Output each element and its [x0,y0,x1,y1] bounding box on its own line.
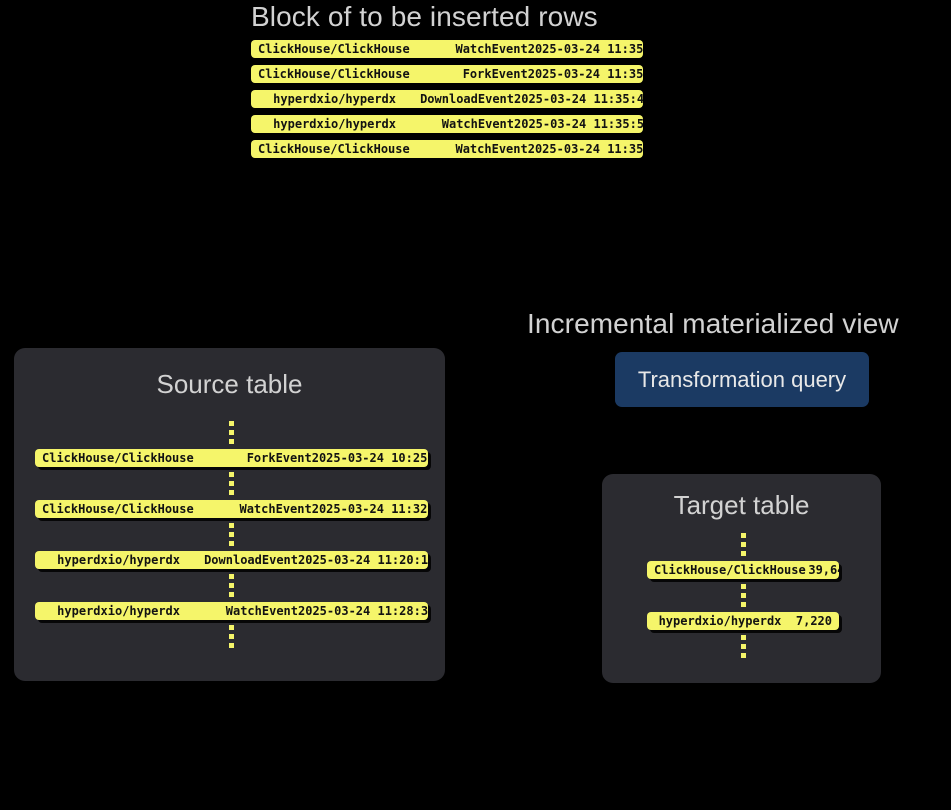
cell-event: DownloadEvent [420,92,514,106]
dot-marker [229,532,234,537]
cell-event: WatchEvent [239,502,312,516]
dot-marker [229,472,234,477]
cell-date: 2025-03-24 11:35:48 [514,92,643,106]
cell-date: 2025-03-24 11:20:12 [298,553,428,567]
cell-date: 2025-03-24 11:32:54 [311,502,428,516]
cell-event: WatchEvent [441,117,514,131]
cell-date: 2025-03-24 11:35:40 [527,42,643,56]
cell-repo: ClickHouse/ClickHouse [258,42,410,56]
cell-repo: ClickHouse/ClickHouse [258,142,410,156]
cell-event: DownloadEvent [204,553,298,567]
cell-date: 2025-03-24 11:35:54 [527,142,643,156]
cell-event: ForkEvent [462,67,528,81]
cell-repo: hyperdxio/hyperdx [57,604,180,618]
transformation-query-label: Transformation query [637,366,847,392]
target-table-card: Target table ClickHouse/ClickHouse39,640… [602,474,881,683]
source-table-card: Source table ClickHouse/ClickHouse ForkEv… [14,348,445,681]
dot-marker [229,625,234,630]
dot-marker [740,533,746,538]
dot-marker [740,551,746,556]
row-separator-dots [35,416,428,449]
cell-count: 7,220 [795,614,832,628]
dot-marker [229,523,234,528]
cell-repo: ClickHouse/ClickHouse [42,502,194,516]
dot-marker [740,542,746,547]
cell-event: ForkEvent [246,451,312,465]
row-separator-dots [35,518,428,551]
dot-marker [229,421,234,426]
dot-marker [229,634,234,639]
dot-marker [740,653,746,658]
cell-event: WatchEvent [455,142,528,156]
cell-count: 39,640 [808,563,839,577]
row-separator-dots [647,528,839,561]
dot-marker [229,643,234,648]
table-row: hyperdxio/hyperdx 7,220 [647,612,839,630]
row-separator-dots [35,569,428,602]
row-separator-dots [647,630,839,663]
block-heading: Block of to be inserted rows [251,1,598,32]
cell-repo: hyperdxio/hyperdx [658,614,782,628]
materialized-view-heading: Incremental materialized view [527,308,899,339]
cell-date: 2025-03-24 11:35:52 [514,117,643,131]
cell-date: 2025-03-24 10:25:00 [311,451,428,465]
dot-marker [740,644,746,649]
cell-repo: hyperdxio/hyperdx [57,553,180,567]
cell-repo: ClickHouse/ClickHouse [258,67,410,81]
dot-marker [229,583,234,588]
row-separator-dots [35,620,428,653]
cell-repo: ClickHouse/ClickHouse [654,563,806,577]
source-table-title: Source table [156,369,303,399]
dot-marker [229,541,234,546]
dot-marker [740,593,746,598]
dot-marker [740,635,746,640]
cell-date: 2025-03-24 11:28:32 [298,604,428,618]
dot-marker [229,430,234,435]
dot-marker [229,592,234,597]
row-separator-dots [35,467,428,500]
cell-event: WatchEvent [225,604,298,618]
target-table-title: Target table [673,490,810,520]
cell-event: WatchEvent [455,42,528,56]
dot-marker [740,584,746,589]
dot-marker [740,602,746,607]
row-separator-dots [647,579,839,612]
cell-repo: hyperdxio/hyperdx [273,117,396,131]
dot-marker [229,574,234,579]
cell-date: 2025-03-24 11:35:44 [527,67,643,81]
dot-marker [229,481,234,486]
transformation-query-box[interactable]: Transformation query [615,352,869,407]
cell-repo: hyperdxio/hyperdx [273,92,396,106]
cell-repo: ClickHouse/ClickHouse [42,451,194,465]
dot-marker [229,490,234,495]
dot-marker [229,439,234,444]
